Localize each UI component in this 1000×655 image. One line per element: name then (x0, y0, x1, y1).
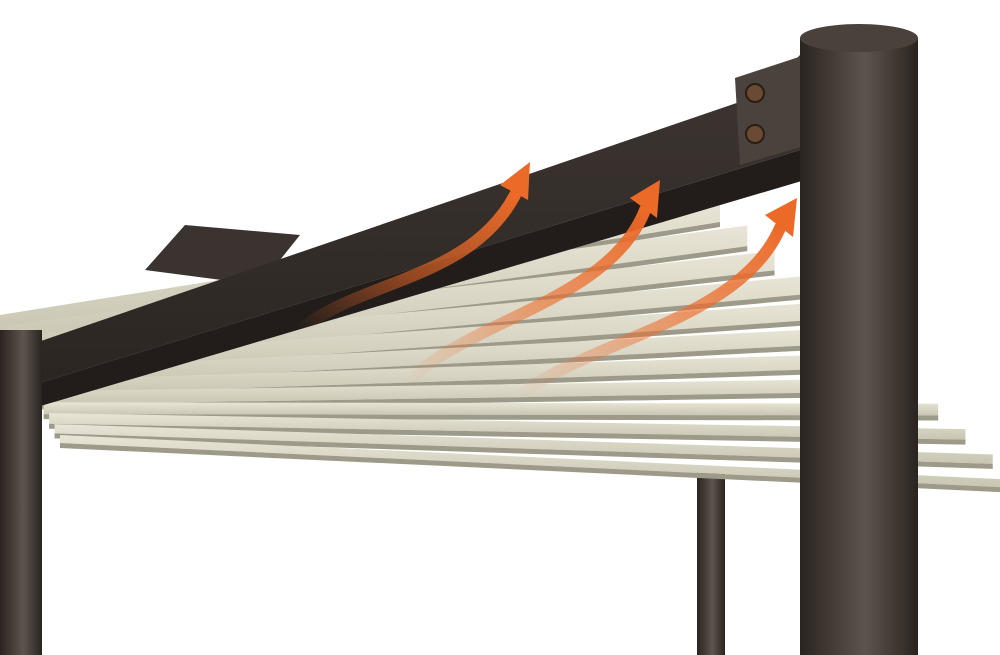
airflow-arrow-3 (514, 222, 786, 401)
bolt-lower (745, 124, 765, 144)
back-right-post (697, 470, 725, 655)
airflow-arrow-3-head (765, 198, 797, 237)
louver-slat-shadow (49, 423, 966, 445)
louver-slat (49, 413, 966, 440)
airflow-arrow-1-head (500, 162, 530, 200)
airflow-arrows (294, 162, 797, 401)
louver-slat (54, 424, 993, 464)
louver-slat-shadow (54, 433, 993, 469)
louver-slat-shadow (60, 443, 1000, 493)
louver-slat (38, 378, 911, 405)
louver-slat (32, 352, 884, 395)
left-front-post (0, 330, 42, 655)
right-post-cap (800, 24, 918, 52)
bolt-upper (745, 83, 765, 103)
main-beam-top (0, 55, 810, 395)
right-front-post (800, 38, 918, 655)
louver-slat (60, 435, 1000, 488)
airflow-arrow-2 (404, 204, 651, 386)
louver-slat (21, 301, 830, 376)
louver-slat (43, 402, 939, 416)
airflow-arrow-1 (294, 189, 521, 336)
airflow-arrow-2-head (630, 180, 660, 218)
